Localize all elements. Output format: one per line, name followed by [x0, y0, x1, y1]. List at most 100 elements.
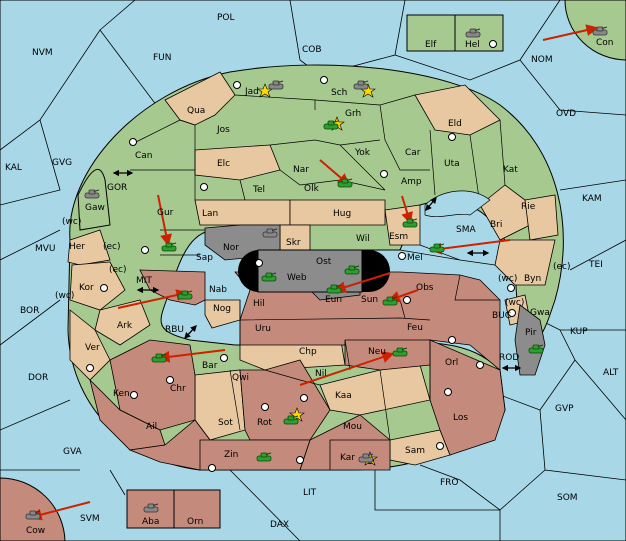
label-sma: SMA: [456, 225, 476, 235]
label-orn: Orn: [187, 517, 203, 527]
label-neu: Neu: [368, 347, 386, 357]
label-tel: Tel: [252, 185, 265, 195]
label-kor: Kor: [79, 283, 94, 293]
label-mvu: MVU: [35, 244, 56, 254]
label-web: Web: [287, 273, 307, 283]
label-nog: Nog: [213, 304, 231, 314]
label-feu: Feu: [407, 323, 423, 333]
label-rbu: RBU: [165, 325, 184, 335]
label-rie: Rie: [521, 202, 536, 212]
label-car: Car: [405, 148, 421, 158]
label-wc3: (wc): [55, 291, 74, 301]
label-cow: Cow: [26, 526, 45, 536]
label-ost: Ost: [316, 257, 332, 267]
label-gvp: GVP: [555, 404, 574, 414]
label-nom: NOM: [531, 55, 553, 65]
territory-aba-orn[interactable]: [126, 489, 221, 529]
label-pir: Pir: [525, 328, 537, 338]
label-rod: ROD: [499, 353, 519, 363]
label-fun: FUN: [153, 53, 172, 63]
label-gur: Gur: [157, 208, 174, 218]
label-uru: Uru: [255, 324, 271, 334]
label-skr: Skr: [286, 238, 301, 248]
label-can: Can: [135, 151, 153, 161]
label-jos: Jos: [216, 125, 230, 135]
label-chp: Chp: [299, 347, 317, 357]
label-cob: COB: [302, 45, 322, 55]
label-orl: Orl: [445, 358, 458, 368]
label-bar: Bar: [202, 361, 218, 371]
label-sam: Sam: [405, 446, 425, 456]
sma-water: [424, 190, 491, 218]
label-kam: KAM: [582, 194, 602, 204]
label-yok: Yok: [354, 148, 371, 158]
label-dax: DAX: [270, 520, 289, 530]
label-mel: Mel: [407, 253, 423, 263]
double-arrows: [112, 169, 522, 372]
label-ec3: (ec): [553, 262, 571, 272]
label-kar: Kar: [340, 453, 355, 463]
label-esm: Esm: [389, 232, 408, 242]
label-kup: KUP: [570, 327, 588, 337]
red-borders: [229, 274, 500, 441]
territory-labels: POL NVM FUN COB NOM OVD KAL GVG KAM TEI …: [5, 13, 619, 536]
label-chr: Chr: [170, 384, 186, 394]
label-zin: Zin: [224, 450, 238, 460]
label-eun: Eun: [325, 295, 342, 305]
label-qua: Qua: [187, 106, 205, 116]
label-jad: Jad: [244, 87, 259, 97]
territory-elf-hel[interactable]: [406, 14, 504, 52]
label-sch: Sch: [331, 88, 347, 98]
label-fro: FRO: [440, 478, 459, 488]
label-byn: Byn: [524, 274, 541, 284]
label-kat: Kat: [503, 165, 518, 175]
label-her: Her: [69, 242, 85, 252]
label-kaa: Kaa: [335, 391, 352, 401]
label-obs: Obs: [416, 283, 434, 293]
label-eld: Eld: [448, 119, 462, 129]
label-aba: Aba: [142, 517, 159, 527]
label-buc: BUC: [492, 311, 511, 321]
label-wil: Wil: [356, 234, 370, 244]
label-alt: ALT: [603, 368, 619, 378]
red-regions[interactable]: [89, 269, 506, 471]
label-ail: Ail: [146, 422, 157, 432]
label-dor: DOR: [28, 373, 48, 383]
label-sot: Sot: [218, 418, 233, 428]
label-ark: Ark: [117, 321, 133, 331]
label-nab: Nab: [209, 285, 227, 295]
label-hug: Hug: [333, 209, 351, 219]
label-svm: SVM: [80, 514, 100, 524]
black-lake: [238, 249, 390, 293]
label-bri: Bri: [490, 220, 502, 230]
label-uta: Uta: [444, 159, 460, 169]
label-hil: Hil: [253, 299, 265, 309]
label-ovd: OVD: [556, 109, 576, 119]
label-nvm: NVM: [32, 48, 53, 58]
label-ec2: (ec): [109, 265, 127, 275]
label-ver: Ver: [85, 343, 100, 353]
label-bor: BOR: [20, 306, 39, 316]
label-qwi: Qwi: [232, 373, 249, 383]
territory-gaw[interactable]: [77, 168, 111, 231]
label-sap: Sap: [196, 253, 213, 263]
label-hel: Hel: [465, 40, 480, 50]
label-gor: GOR: [107, 183, 127, 193]
label-gva: GVA: [63, 447, 83, 457]
label-grh: Grh: [345, 109, 361, 119]
label-ken: Ken: [113, 389, 130, 399]
label-lan: Lan: [202, 209, 218, 219]
label-gvg: GVG: [52, 158, 72, 168]
label-wc1: (wc): [62, 217, 81, 227]
label-elf: Elf: [425, 40, 437, 50]
label-pol: POL: [217, 13, 235, 23]
label-ec1: (ec): [103, 242, 121, 252]
label-amp: Amp: [401, 177, 422, 187]
label-elc: Elc: [217, 159, 230, 169]
label-tei: TEI: [588, 260, 603, 270]
green-borders: [129, 94, 506, 266]
tan-regions[interactable]: [67, 71, 559, 466]
